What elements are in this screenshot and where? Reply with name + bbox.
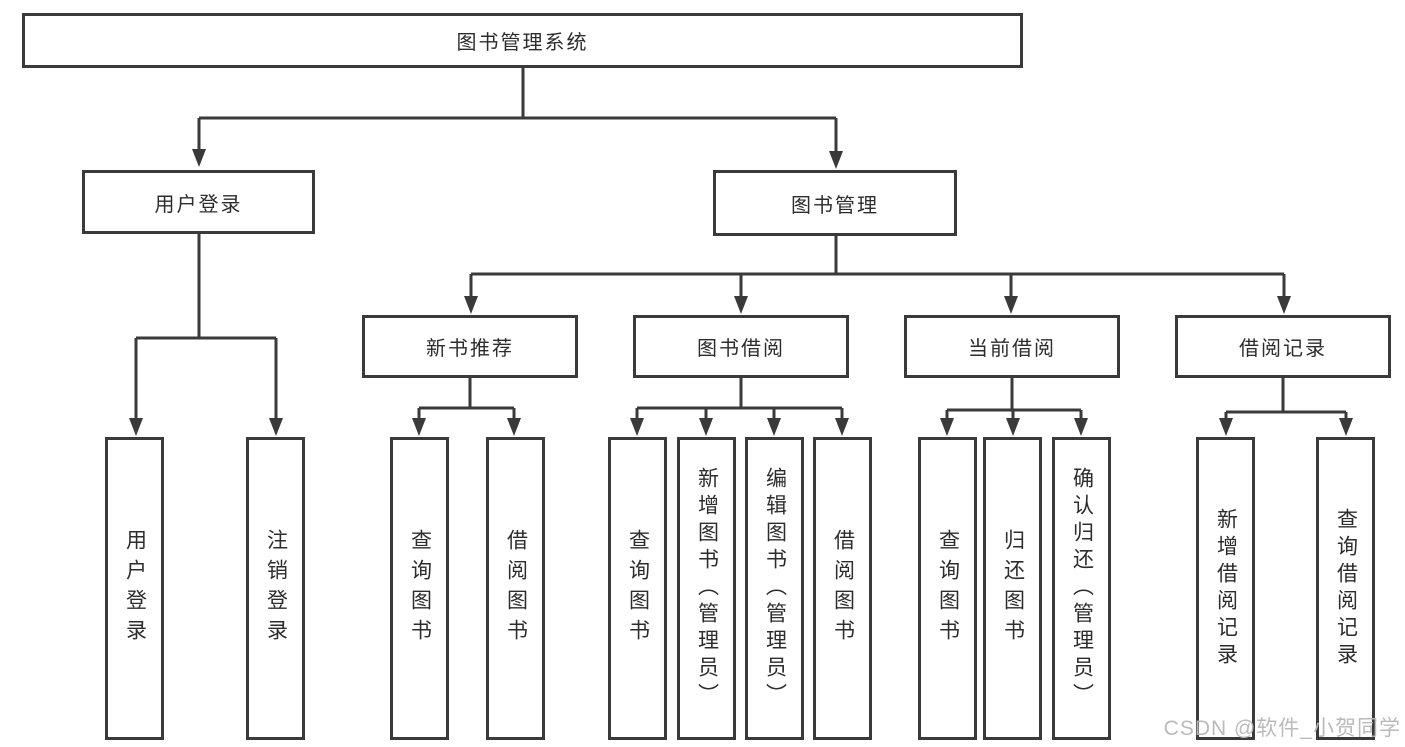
leaf-query-books-recommend: 查询图书 <box>390 437 449 740</box>
leaf-return-books: 归还图书 <box>983 437 1042 740</box>
csdn-watermark: CSDN @软件_小贺同学 <box>1163 717 1401 740</box>
leaf-query-books-current: 查询图书 <box>918 437 977 740</box>
node-borrowing-records: 借阅记录 <box>1175 315 1391 378</box>
node-new-book-recommend: 新书推荐 <box>362 315 578 378</box>
leaf-query-borrow-record: 查询借阅记录 <box>1316 437 1375 740</box>
leaf-add-books-admin: 新增图书（管理员） <box>677 437 736 740</box>
leaf-add-borrow-record: 新增借阅记录 <box>1196 437 1255 740</box>
node-current-borrowing: 当前借阅 <box>904 315 1120 378</box>
leaf-borrow-books-borrowing: 借阅图书 <box>813 437 872 740</box>
leaf-user-login: 用户登录 <box>105 437 164 740</box>
leaf-query-books-borrowing: 查询图书 <box>608 437 667 740</box>
leaf-edit-books-admin: 编辑图书（管理员） <box>745 437 804 740</box>
node-library-management-system: 图书管理系统 <box>22 13 1023 68</box>
node-book-management: 图书管理 <box>713 170 957 236</box>
leaf-confirm-return-admin: 确认归还（管理员） <box>1052 437 1111 740</box>
leaf-borrow-books-recommend: 借阅图书 <box>486 437 545 740</box>
node-book-borrowing: 图书借阅 <box>633 315 849 378</box>
leaf-logout: 注销登录 <box>246 437 305 740</box>
node-user-login: 用户登录 <box>82 170 315 234</box>
